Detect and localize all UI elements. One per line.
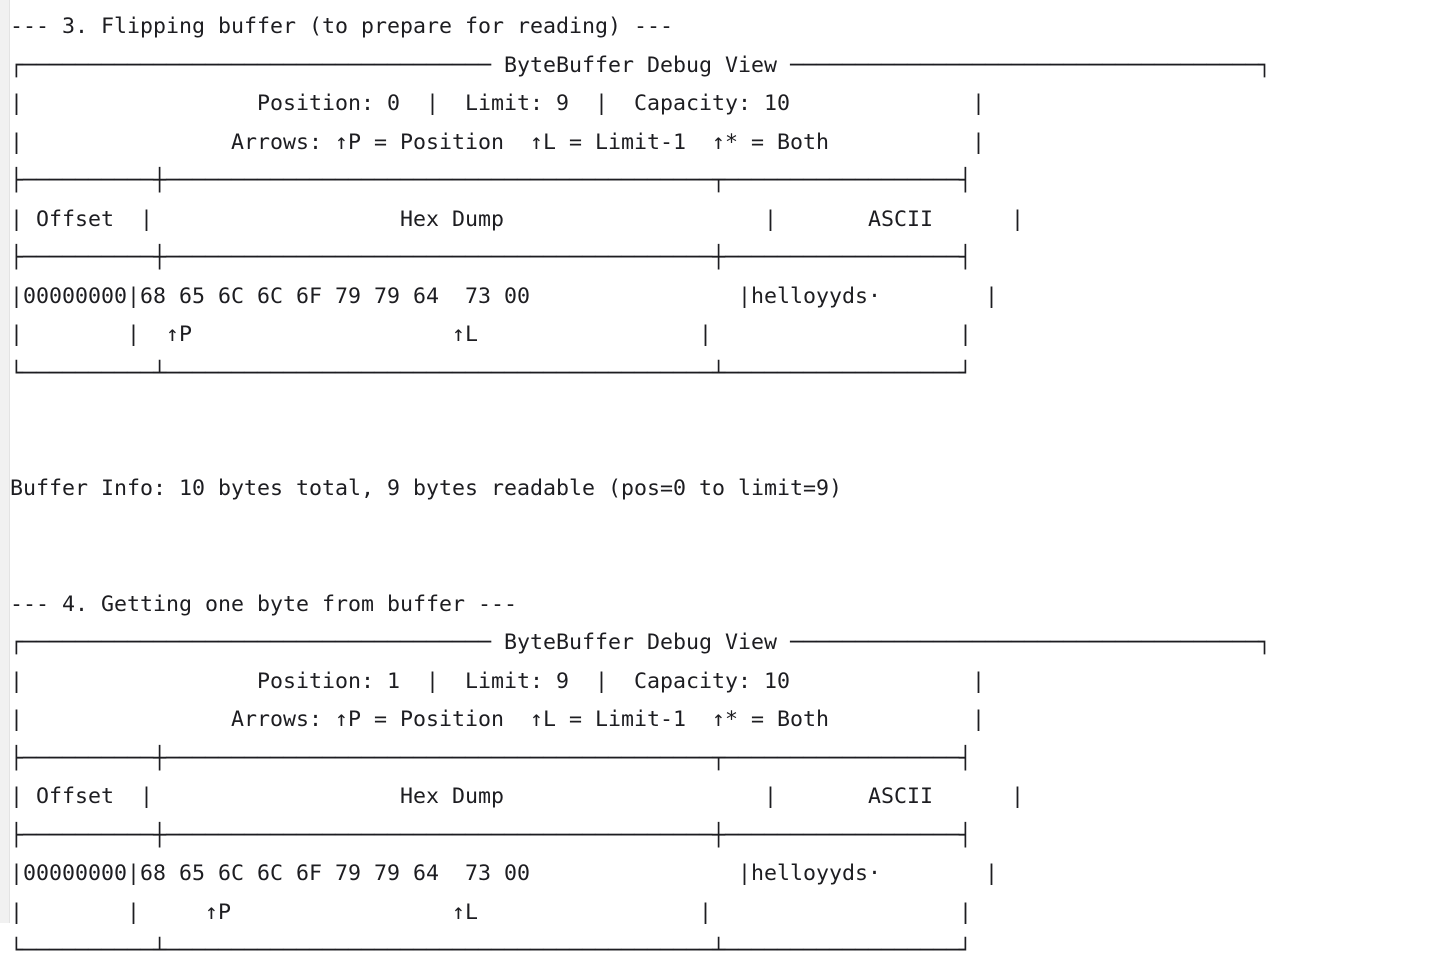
spacer-1 [10, 393, 1430, 432]
panel-title-2: ByteBuffer Debug View [504, 630, 778, 655]
section-4-panel-title-rule: ┌──────────────────────────────────── By… [10, 624, 1430, 663]
section-3-output: --- 3. Flipping buffer (to prepare for r… [10, 8, 1430, 971]
section-3-stats-line: | Position: 0 | Limit: 9 | Capacity: 10 … [10, 91, 986, 116]
section-4-table-rule-bottom: └──────────┴────────────────────────────… [10, 938, 973, 963]
section-3-table-header: | Offset | Hex Dump | ASCII | [10, 206, 1025, 232]
console-output-panel[interactable]: --- 3. Flipping buffer (to prepare for r… [10, 0, 1430, 963]
section-3-table-rule-top: ├──────────┼────────────────────────────… [10, 168, 973, 193]
section-4-table-row: |00000000|68 65 6C 6C 6F 79 79 64 73 00 … [10, 861, 999, 886]
panel-title-rule-left-2: ┌──────────────────────────────────── [10, 630, 505, 655]
section-3-table-rule-bottom: └──────────┴────────────────────────────… [10, 360, 973, 386]
section-3-table-rule-mid: ├──────────┼────────────────────────────… [10, 245, 973, 270]
panel-title-rule-right-2: ────────────────────────────────────┐ [777, 630, 1272, 655]
console-gutter [0, 0, 10, 923]
panel-title: ByteBuffer Debug View [504, 52, 778, 78]
buffer-info-line: Buffer Info: 10 bytes total, 9 bytes rea… [10, 476, 843, 501]
section-4-marker-row: | | ↑P ↑L | | [10, 899, 973, 925]
section-3-panel-title-rule: ┌──────────────────────────────────── By… [10, 47, 1430, 86]
spacer-2 [10, 432, 1430, 471]
spacer-4 [10, 547, 1430, 586]
section-4-table-header: | Offset | Hex Dump | ASCII | [10, 784, 1025, 809]
panel-title-rule-right: ────────────────────────────────────┐ [777, 52, 1272, 78]
section-4-heading: --- 4. Getting one byte from buffer --- [10, 591, 518, 617]
section-4-stats-line: | Position: 1 | Limit: 9 | Capacity: 10 … [10, 668, 986, 694]
section-3-heading: --- 3. Flipping buffer (to prepare for r… [10, 14, 674, 39]
panel-title-rule-left: ┌──────────────────────────────────── [10, 52, 505, 78]
section-3-table-row: |00000000|68 65 6C 6C 6F 79 79 64 73 00 … [10, 283, 999, 309]
section-3-arrows-legend: | Arrows: ↑P = Position ↑L = Limit-1 ↑* … [10, 129, 986, 155]
section-3-marker-row: | | ↑P ↑L | | [10, 322, 973, 347]
section-4-table-rule-top: ├──────────┼────────────────────────────… [10, 745, 973, 771]
section-4-arrows-legend: | Arrows: ↑P = Position ↑L = Limit-1 ↑* … [10, 707, 986, 732]
section-4-table-rule-mid: ├──────────┼────────────────────────────… [10, 822, 973, 848]
spacer-3 [10, 509, 1430, 548]
